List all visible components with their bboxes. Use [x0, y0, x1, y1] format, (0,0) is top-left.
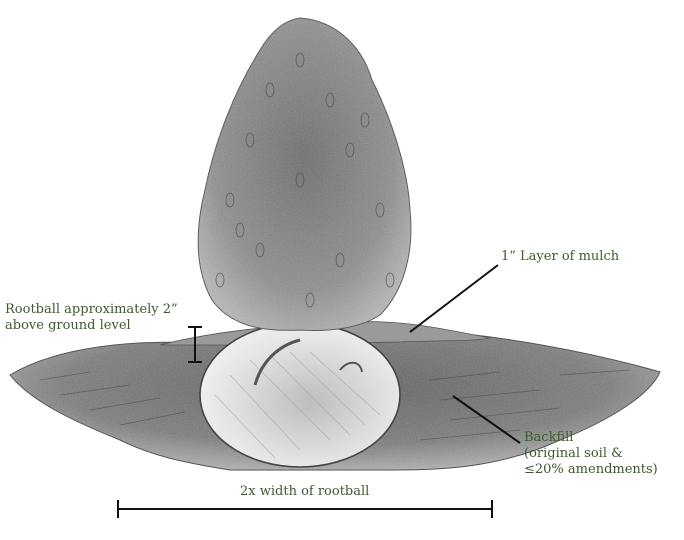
- backfill-label: Backfill (original soil & ≤20% amendment…: [524, 430, 658, 478]
- rootball-height-label: Rootball approximately 2” above ground l…: [5, 302, 178, 334]
- rootball-label-line1: Rootball approximately 2”: [5, 302, 178, 318]
- rootball-label-line2: above ground level: [5, 318, 178, 334]
- mulch-label: 1” Layer of mulch: [501, 249, 619, 265]
- width-label-text: 2x width of rootball: [240, 484, 369, 500]
- backfill-label-line1: Backfill: [524, 430, 658, 446]
- mulch-leader-line: [410, 265, 498, 332]
- backfill-label-line3: ≤20% amendments): [524, 462, 658, 478]
- mulch-label-text: 1” Layer of mulch: [501, 249, 619, 265]
- backfill-label-line2: (original soil &: [524, 446, 658, 462]
- shrub-foliage: [198, 18, 411, 330]
- rootball: [200, 323, 400, 467]
- width-dimension-line: [118, 500, 492, 518]
